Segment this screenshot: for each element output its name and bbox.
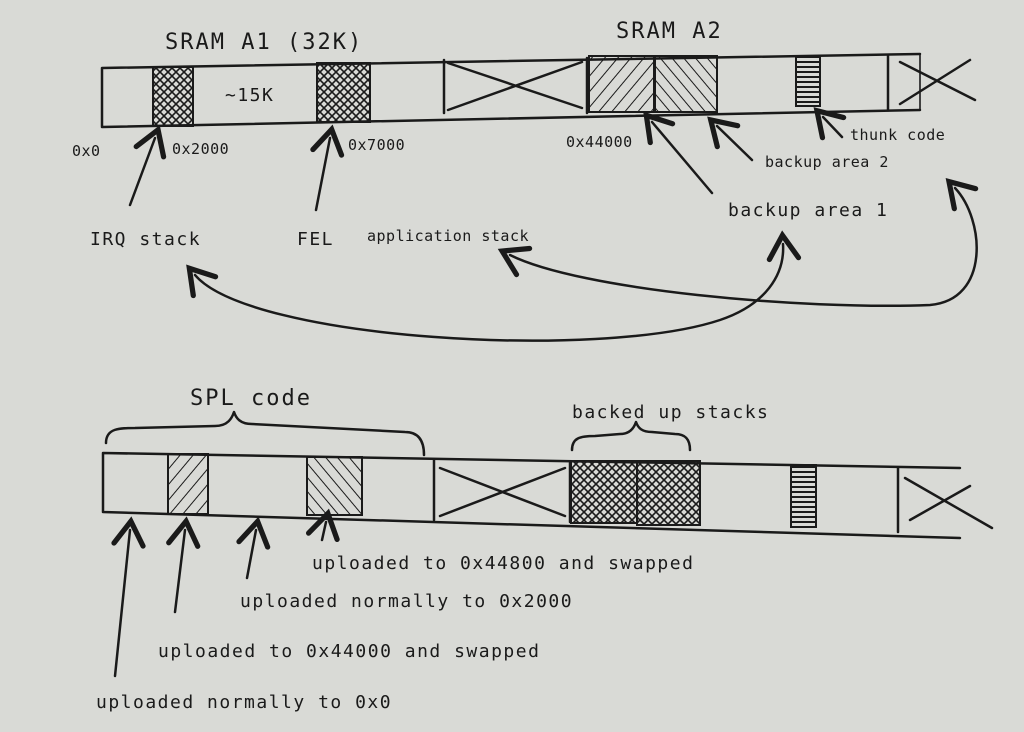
unused-block-bottom-end: [896, 466, 994, 534]
backed-up-stacks-brace: [570, 420, 692, 452]
backed-up-stack-1: [570, 460, 638, 524]
backup-area-1-label: backup area 1: [728, 200, 888, 221]
thunk-code-block: [795, 56, 821, 107]
addr-7000-label: 0x7000: [348, 136, 405, 154]
size-15k-label: ~15K: [225, 85, 274, 106]
addr-0-label: 0x0: [72, 142, 101, 160]
backup-area-1-block: [588, 55, 655, 113]
uploaded-0x44000-label: uploaded to 0x44000 and swapped: [158, 641, 540, 662]
addr-44000-label: 0x44000: [566, 133, 633, 151]
fel-application-stack-label: application stack: [367, 227, 529, 245]
bottom-bar-outline: [101, 451, 962, 540]
irq-stack-block: [152, 66, 194, 127]
unused-block-bottom: [432, 458, 572, 524]
irq-stack-label: IRQ stack: [90, 229, 201, 250]
addr-2000-label: 0x2000: [172, 140, 229, 158]
backup-area-2-label: backup area 2: [765, 153, 889, 171]
unused-block-top-end: [886, 54, 977, 112]
unused-block-top: [442, 56, 589, 115]
sram-a1-label: SRAM A1 (32K): [165, 30, 363, 55]
fel-label: FEL: [297, 229, 334, 250]
fel-stack-block: [316, 62, 371, 123]
spl-code-brace: [104, 410, 426, 457]
bottom-arrows: [111, 508, 340, 678]
spl-block-1: [167, 453, 209, 515]
uploaded-0x44800-label: uploaded to 0x44800 and swapped: [312, 553, 694, 574]
top-arrows: [128, 107, 979, 342]
uploaded-0x2000-label: uploaded normally to 0x2000: [240, 591, 573, 612]
bottom-memory-bar: [101, 451, 994, 540]
top-bar-outline: [100, 52, 922, 129]
spl-code-label: SPL code: [190, 386, 312, 411]
backed-up-stacks-label: backed up stacks: [572, 402, 769, 423]
thunk-code-label: thunk code: [850, 126, 945, 144]
spl-block-2: [306, 456, 363, 516]
thunk-code-block-bottom: [790, 464, 817, 528]
backup-area-2-block: [654, 55, 718, 113]
backed-up-stack-2: [636, 460, 701, 526]
uploaded-0x0-label: uploaded normally to 0x0: [96, 692, 392, 713]
top-memory-bar: [100, 52, 977, 129]
sram-a2-label: SRAM A2: [616, 19, 723, 44]
